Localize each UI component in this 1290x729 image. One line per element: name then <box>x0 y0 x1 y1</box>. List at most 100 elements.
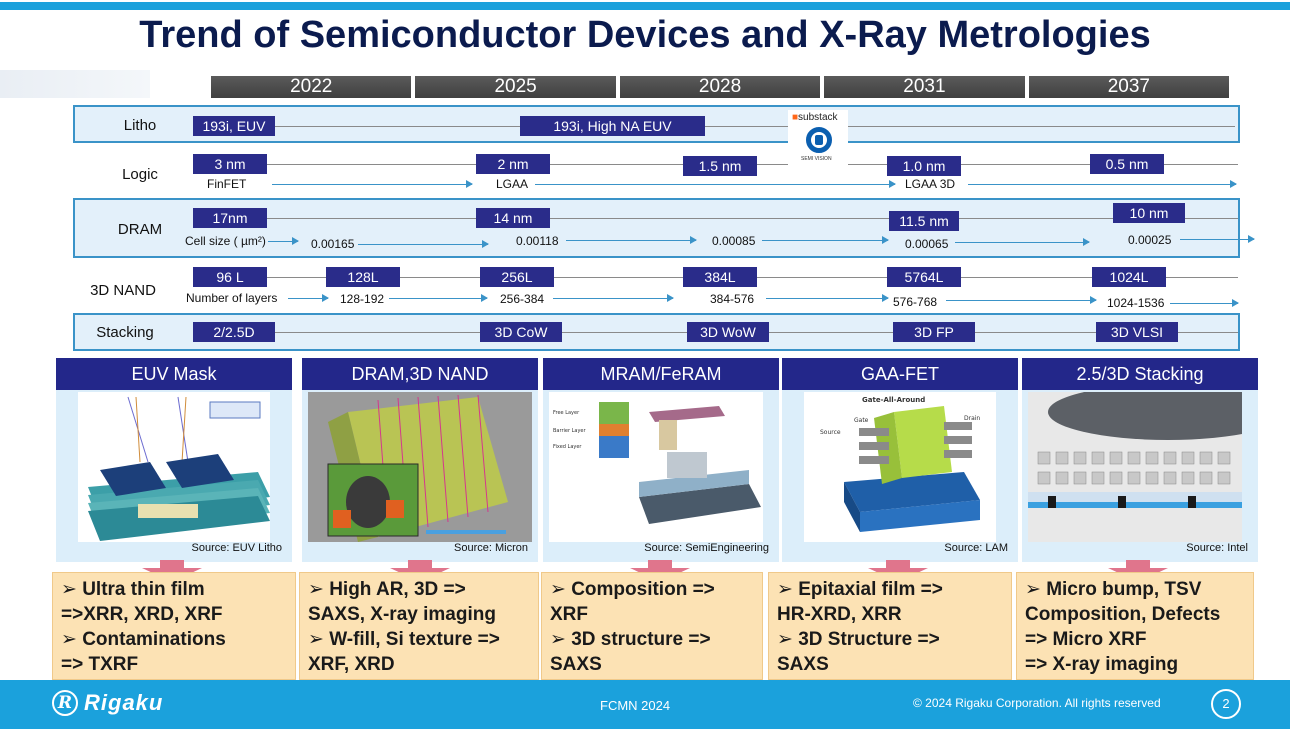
note-line: => TXRF <box>61 654 139 675</box>
event-name: FCMN 2024 <box>600 698 671 713</box>
logic-node: 1.0 nm <box>887 156 961 176</box>
note-line: ➢ High AR, 3D => <box>308 579 466 600</box>
note-line: ➢ 3D structure => <box>550 629 711 650</box>
note-dram-nand: ➢ High AR, 3D => SAXS, X-ray imaging ➢ W… <box>299 572 539 680</box>
note-line: ➢ W-fill, Si texture => <box>308 629 500 650</box>
rigaku-wordmark: Rigaku <box>84 690 164 715</box>
stacking-node: 3D WoW <box>687 322 769 342</box>
row-label-logic: Logic <box>122 166 158 183</box>
timeline-line <box>275 126 520 127</box>
nand-sub: 384-576 <box>710 292 755 306</box>
panel-stacking: 2.5/3D Stacking Source: Intel <box>1022 358 1258 562</box>
year-cell: 2037 <box>1028 76 1230 98</box>
euv-mask-illustration <box>78 392 270 542</box>
trend-arrow <box>272 180 473 188</box>
year-cell: 2031 <box>824 76 1025 98</box>
dram-sub: 0.00165 <box>311 237 355 251</box>
substack-label: ■substack <box>792 112 838 123</box>
note-line: ➢ Contaminations <box>61 629 226 650</box>
note-line: =>XRR, XRD, XRF <box>61 604 223 625</box>
dram-node: 14 nm <box>476 208 550 228</box>
logic-sub: FinFET <box>207 177 247 191</box>
corner-fade <box>0 70 150 98</box>
note-euv-mask: ➢ Ultra thin film =>XRR, XRD, XRF ➢ Cont… <box>52 572 296 680</box>
substack-watermark: ■substack SEMI VISION <box>788 110 848 168</box>
svg-text:Gate-All-Around: Gate-All-Around <box>862 396 925 404</box>
trend-arrow <box>389 294 488 302</box>
trend-arrow <box>1180 235 1255 243</box>
top-accent-bar <box>0 2 1290 10</box>
panel-title: MRAM/FeRAM <box>543 358 779 390</box>
trend-arrow <box>955 238 1090 246</box>
trend-arrow <box>358 240 489 248</box>
trend-arrow <box>762 236 889 244</box>
nand-node: 5764L <box>887 267 961 287</box>
note-line: SAXS <box>777 654 829 675</box>
dram-band <box>73 198 1240 258</box>
dram-node: 10 nm <box>1113 203 1185 223</box>
panel-dram-nand: DRAM,3D NAND Source: Micron <box>302 358 538 562</box>
copyright: © 2024 Rigaku Corporation. All rights re… <box>913 696 1161 710</box>
nand-node: 128L <box>326 267 400 287</box>
trend-arrow <box>288 294 329 302</box>
note-line: XRF <box>550 604 588 625</box>
dram-sub: 0.00085 <box>712 234 756 248</box>
svg-text:Drain: Drain <box>964 415 980 422</box>
trend-arrow <box>946 296 1097 304</box>
row-label-dram: DRAM <box>117 221 163 238</box>
panel-title: 2.5/3D Stacking <box>1022 358 1258 390</box>
note-mram-feram: ➢ Composition => XRF ➢ 3D structure => S… <box>541 572 763 680</box>
panel-title: EUV Mask <box>56 358 292 390</box>
year-header: 2022 2025 2028 2031 2037 <box>211 76 1230 98</box>
note-line: XRF, XRD <box>308 654 395 675</box>
trend-arrow <box>1170 299 1239 307</box>
stacking-node: 2/2.5D <box>193 322 275 342</box>
timeline-line <box>193 218 1238 219</box>
timeline-line <box>705 126 1235 127</box>
trend-arrow <box>968 180 1237 188</box>
stacking-node: 3D CoW <box>480 322 562 342</box>
rigaku-logo: R Rigaku <box>52 690 163 716</box>
logic-node: 0.5 nm <box>1090 154 1164 174</box>
logic-node: 1.5 nm <box>683 156 757 176</box>
panel-source: Source: LAM <box>944 542 1008 554</box>
nand-node: 1024L <box>1092 267 1166 287</box>
nand-sub: Number of layers <box>186 291 278 305</box>
nand-sub: 1024-1536 <box>1107 296 1165 310</box>
panel-source: Source: EUV Litho <box>191 542 283 554</box>
panel-title: DRAM,3D NAND <box>302 358 538 390</box>
trend-arrow <box>766 294 889 302</box>
semivision-caption: SEMI VISION <box>801 156 832 162</box>
panel-euv-mask: EUV Mask Source: EUV Litho <box>56 358 292 562</box>
logic-sub: LGAA <box>496 177 529 191</box>
nand-node: 384L <box>683 267 757 287</box>
panel-title: GAA-FET <box>782 358 1018 390</box>
dram-sub: 0.00065 <box>905 237 949 251</box>
year-cell: 2025 <box>415 76 616 98</box>
panel-mram-feram: MRAM/FeRAM Free Layer Barrier Layer Fixe… <box>543 358 779 562</box>
row-label-stacking: Stacking <box>96 324 154 341</box>
panel-gaa-fet: GAA-FET Gate-All-Around Gate Source Drai… <box>782 358 1018 562</box>
row-label-nand: 3D NAND <box>90 282 156 299</box>
trend-arrow <box>553 294 674 302</box>
trend-arrow <box>566 236 697 244</box>
nand-node: 96 L <box>193 267 267 287</box>
svg-text:Gate: Gate <box>854 417 869 424</box>
note-line: => Micro XRF <box>1025 629 1147 650</box>
panel-source: Source: Intel <box>1186 542 1248 554</box>
dram-sub: 0.00118 <box>516 234 559 248</box>
slide-title: Trend of Semiconductor Devices and X-Ray… <box>139 14 1151 56</box>
nand-sub: 256-384 <box>500 292 545 306</box>
svg-text:Source: Source <box>820 429 841 436</box>
dram-sub: Cell size ( µm²) <box>185 234 266 248</box>
note-line: SAXS <box>550 654 602 675</box>
page-number: 2 <box>1211 689 1241 719</box>
note-gaa-fet: ➢ Epitaxial film => HR-XRD, XRR ➢ 3D Str… <box>768 572 1012 680</box>
stacking-node: 3D FP <box>893 322 975 342</box>
note-line: ➢ Micro bump, TSV <box>1025 579 1202 600</box>
note-line: ➢ Ultra thin film <box>61 579 205 600</box>
panel-source: Source: Micron <box>454 542 528 554</box>
nand-node: 256L <box>480 267 554 287</box>
dram-node: 11.5 nm <box>889 211 959 231</box>
nand-sub: 128-192 <box>340 292 385 306</box>
